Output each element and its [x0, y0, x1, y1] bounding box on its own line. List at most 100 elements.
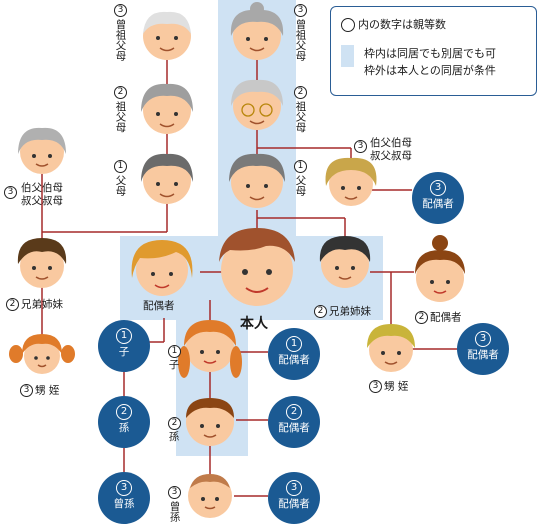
label-great-grandparent-right: 3 曾祖父母: [294, 4, 307, 61]
relation-name: 兄弟姉妹: [21, 298, 63, 311]
relation-name: 配偶者: [278, 354, 310, 366]
relation-name: 甥 姪: [35, 384, 60, 397]
legend-box: 内の数字は親等数 枠内は同居でも別居でも可 枠外は本人との同居が条件: [330, 6, 537, 96]
face-self: [219, 228, 295, 306]
face-sibling-left: [17, 238, 67, 288]
legend-area-text-2: 枠外は本人との同居が条件: [364, 64, 496, 77]
face-child: [178, 320, 242, 378]
relation-name: 孫: [168, 431, 180, 443]
legend-circle-icon: [341, 18, 355, 32]
label-spouse: 配偶者: [143, 300, 175, 312]
legend-area-text-1: 枠内は同居でも別居でも可: [364, 47, 496, 60]
label-child: 1 子: [168, 345, 181, 372]
badge-great-grandchild-spouse: 3 配偶者: [268, 472, 320, 524]
label-uncle-aunt-right: 3: [354, 140, 369, 153]
degree-number: 3: [168, 486, 181, 499]
badge-grandchild-spouse: 2 配偶者: [268, 396, 320, 448]
relation-name: 父母: [114, 175, 127, 196]
relation-name: 配偶者: [422, 198, 454, 210]
relation-name: 祖父母: [114, 101, 127, 133]
degree-number: 3: [294, 4, 307, 17]
badge-uncle-aunt-spouse: 3 配偶者: [412, 172, 464, 224]
relation-name: 子: [168, 359, 180, 371]
face-grandparent-left: [141, 83, 193, 134]
relation-name: 孫: [118, 422, 130, 434]
face-grandparent-right: [231, 79, 283, 130]
relation-name: 甥 姪: [384, 380, 409, 393]
degree-number: 3: [114, 4, 127, 17]
legend-row-area: [341, 45, 358, 67]
face-great-grandparent-right: [230, 2, 284, 60]
relation-name: 曾祖父母: [114, 19, 127, 61]
label-uncle-aunt-left-2: 叔父叔母: [21, 195, 63, 207]
relation-name: 曾孫: [113, 498, 135, 510]
label-grandchild: 2 孫: [168, 417, 181, 444]
label-grandparent-left: 2 祖父母: [114, 86, 127, 133]
relation-name: 祖父母: [294, 101, 307, 133]
degree-number: 3: [286, 480, 302, 496]
face-parent-right: [229, 153, 285, 208]
degree-number: 3: [475, 331, 491, 347]
label-self: 本人: [240, 316, 268, 332]
relation-name: 配偶者: [467, 349, 499, 361]
degree-number: 3: [354, 140, 367, 153]
legend-circle-text: 内の数字は親等数: [358, 18, 446, 31]
face-great-grandparent-left: [143, 11, 191, 60]
degree-number: 2: [6, 298, 19, 311]
degree-number: 1: [294, 160, 307, 173]
face-sibling-right: [319, 236, 371, 288]
label-great-grandparent-left: 3 曾祖父母: [114, 4, 127, 61]
badge-spouse-child: 1 子: [98, 320, 150, 372]
relation-name: 子: [118, 346, 130, 358]
badge-child-spouse: 1 配偶者: [268, 328, 320, 380]
degree-number: 2: [314, 305, 327, 318]
relation-name: 曾祖父母: [294, 19, 307, 61]
label-parent-left: 1 父母: [114, 160, 127, 196]
relation-name: 兄弟姉妹: [329, 305, 371, 318]
relation-name: 父母: [294, 175, 307, 196]
face-uncle-left: [18, 127, 66, 174]
degree-number: 3: [20, 384, 33, 397]
badge-spouse-great-grandchild: 3 曾孫: [98, 472, 150, 524]
label-grandparent-right: 2 祖父母: [294, 86, 307, 133]
face-aunt-right: [325, 157, 377, 206]
degree-number: 3: [116, 480, 132, 496]
face-nephew-left: [9, 334, 75, 374]
degree-number: 2: [114, 86, 127, 99]
face-parent-left: [141, 153, 193, 204]
degree-number: 3: [369, 380, 382, 393]
degree-number: 1: [114, 160, 127, 173]
label-great-grandchild: 3 曾孫: [168, 486, 181, 522]
legend-area-swatch: [341, 45, 354, 67]
degree-number: 1: [168, 345, 181, 358]
face-spouse: [131, 240, 193, 296]
degree-number: 3: [4, 186, 17, 199]
label-uncle-aunt-right-1: 伯父伯母: [370, 137, 412, 149]
face-nephew-right: [367, 324, 415, 372]
label-uncle-aunt-right-2: 叔父叔母: [370, 150, 412, 162]
label-parent-right: 1 父母: [294, 160, 307, 196]
degree-number: 2: [415, 311, 428, 324]
relation-name: 配偶者: [278, 422, 310, 434]
degree-number: 2: [116, 404, 132, 420]
degree-number: 2: [294, 86, 307, 99]
legend-row-circle: 内の数字は親等数: [341, 16, 446, 32]
label-uncle-aunt-left: 3: [4, 186, 19, 199]
degree-number: 2: [168, 417, 181, 430]
face-grandchild: [186, 398, 234, 446]
face-sibling-spouse: [415, 235, 465, 302]
label-uncle-aunt-left-1: 伯父伯母: [21, 182, 63, 194]
face-great-grandchild: [188, 474, 232, 518]
badge-spouse-grandchild: 2 孫: [98, 396, 150, 448]
degree-number: 3: [430, 180, 446, 196]
relation-lines: [41, 58, 457, 497]
badge-nephew-spouse: 3 配偶者: [457, 323, 509, 375]
relation-name: 配偶者: [278, 498, 310, 510]
